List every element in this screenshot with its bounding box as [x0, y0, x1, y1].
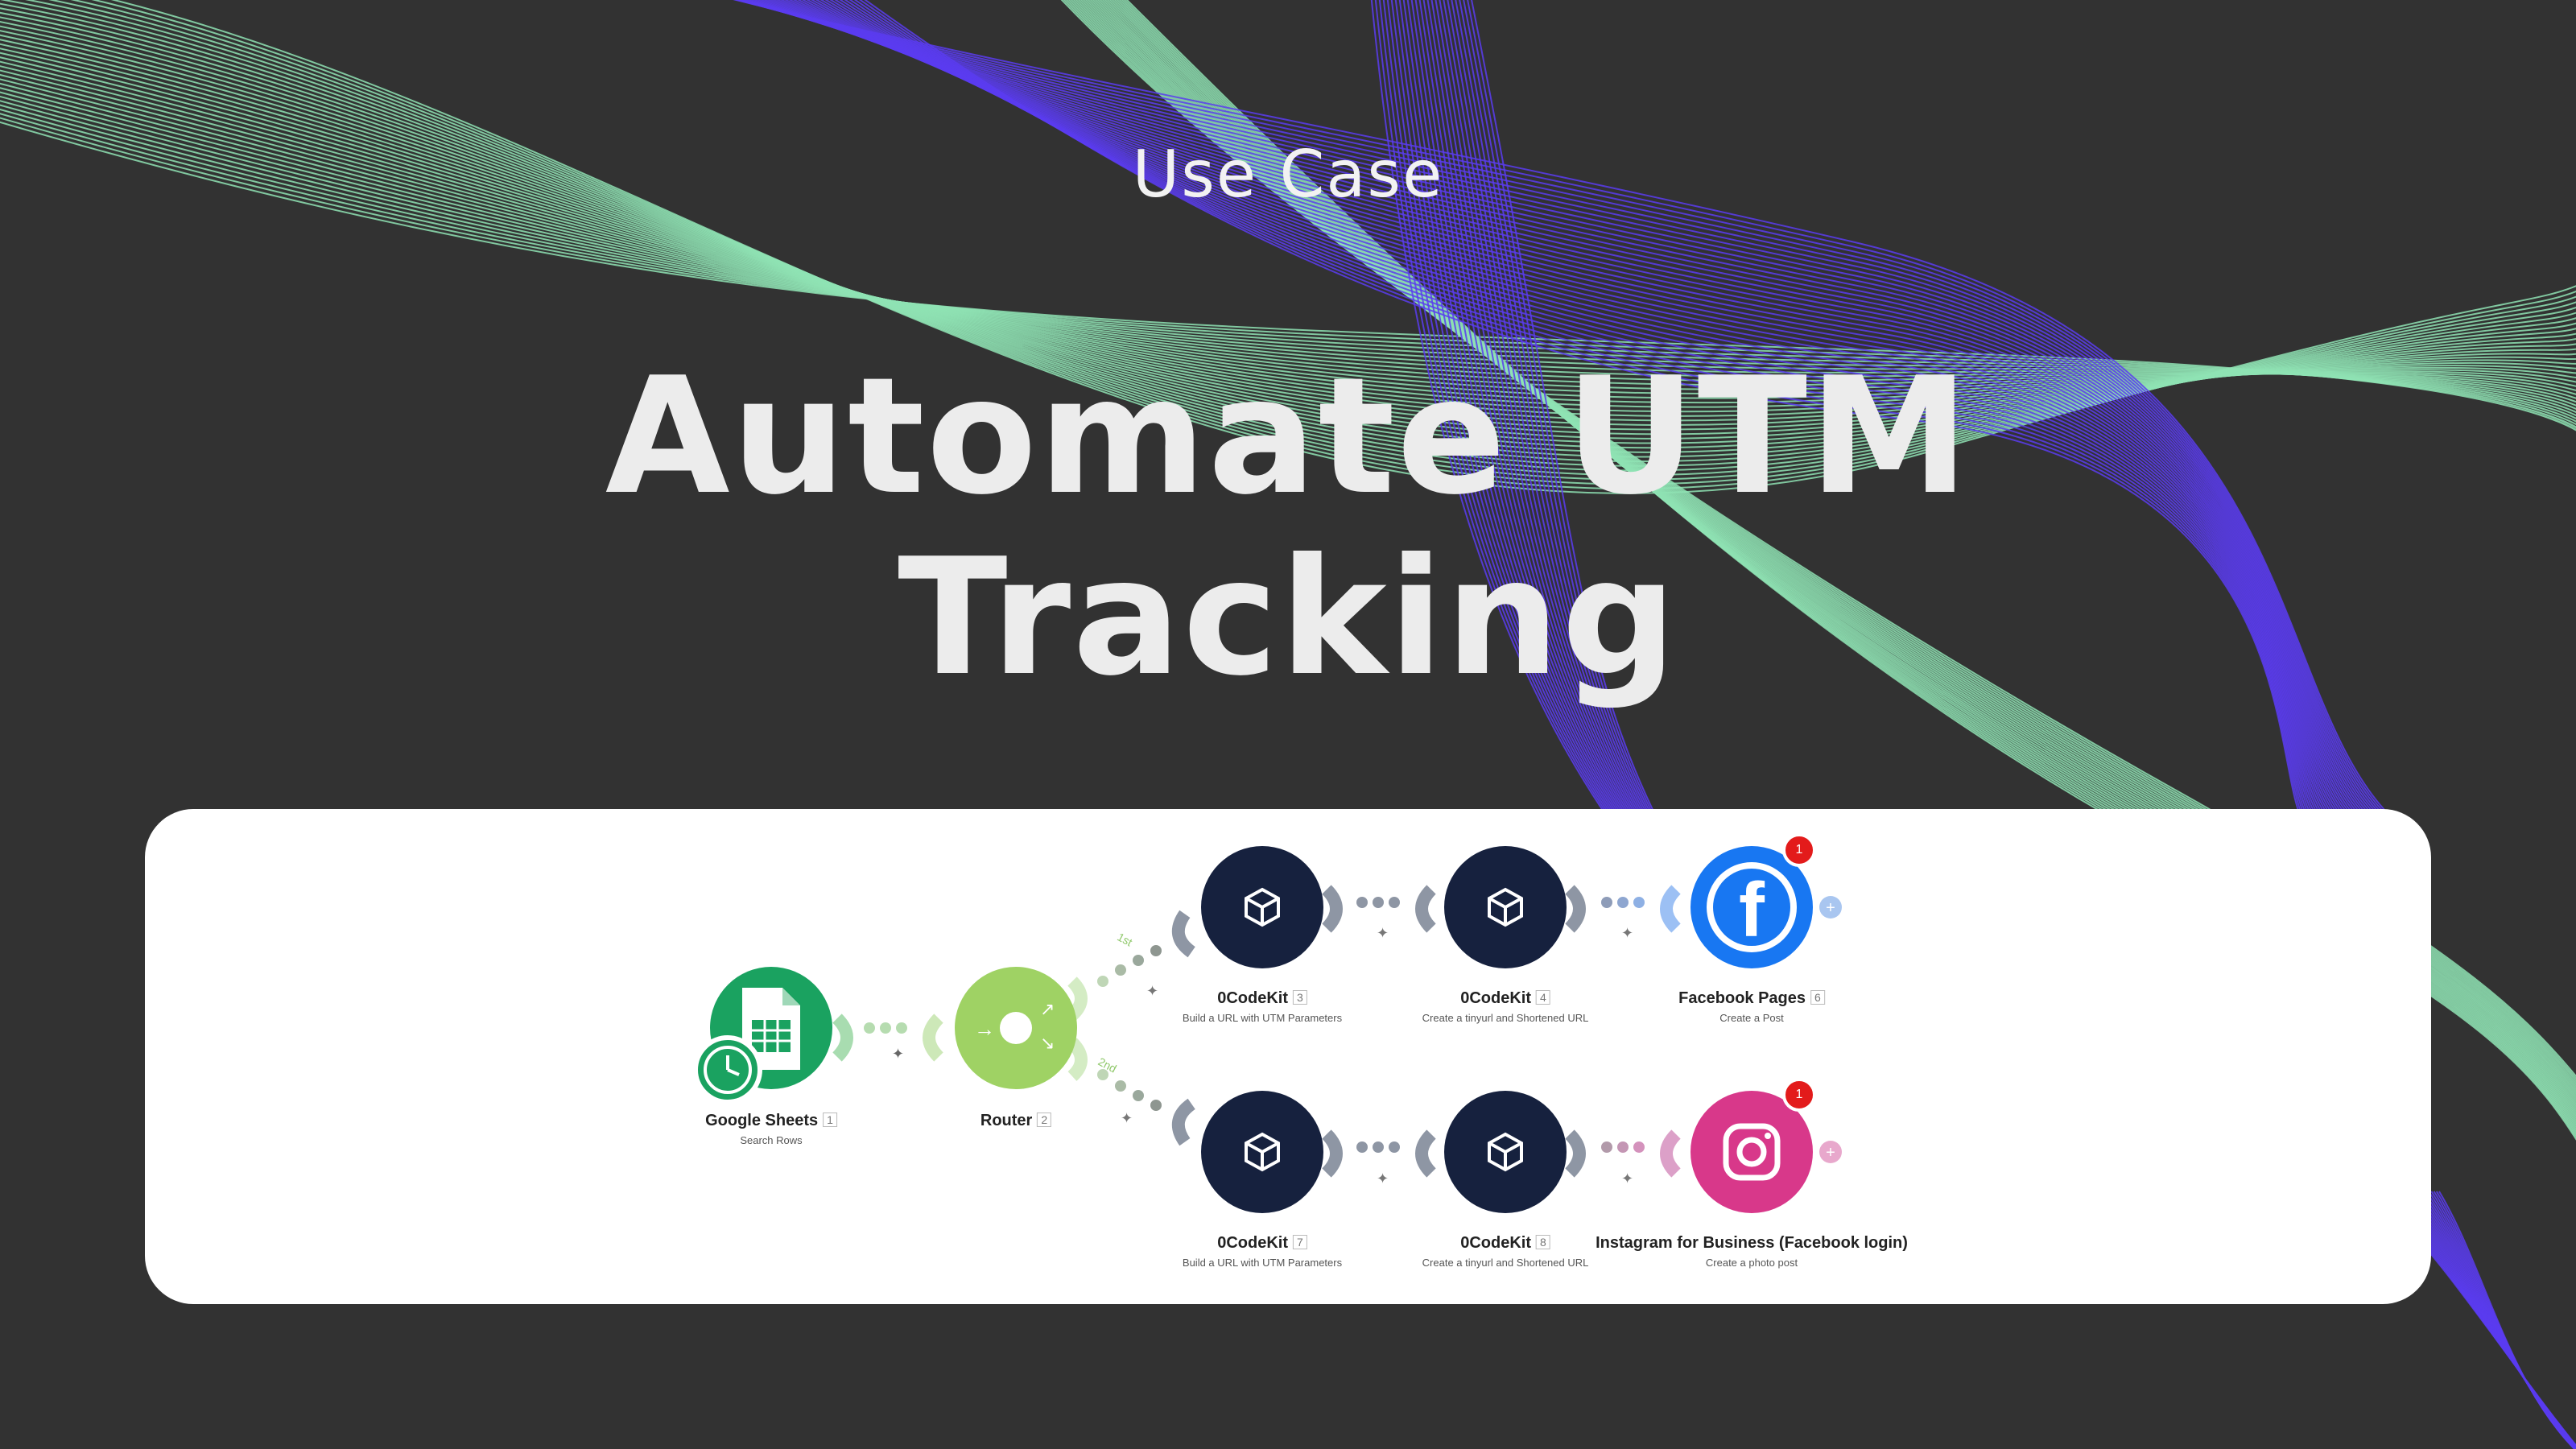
- google-sheets-icon: [742, 988, 800, 1070]
- wrench-icons: ✦ ✦ ✦ ✦ ✦ ✦: [1121, 925, 1633, 1187]
- title-line-2: Tracking: [898, 524, 1678, 712]
- cube-icon: [1245, 1132, 1280, 1172]
- ocodekit-module-8[interactable]: [1444, 1091, 1567, 1213]
- svg-text:✦: ✦: [1621, 1170, 1633, 1187]
- page-title: Automate UTM Tracking: [0, 346, 2576, 708]
- instagram-module[interactable]: +: [1690, 1091, 1842, 1213]
- green-wave-upper: [0, 0, 2576, 494]
- connector-row1-b: [1565, 885, 1681, 933]
- connector-router-route1: [1067, 910, 1196, 1020]
- svg-text:↘: ↘: [1040, 1033, 1055, 1053]
- scenario-diagram: ✦: [693, 846, 1842, 1213]
- connector-row1-a: [1322, 885, 1436, 933]
- svg-text:+: +: [1826, 899, 1835, 917]
- svg-text:→: →: [974, 1017, 995, 1041]
- cube-icon: [1488, 887, 1523, 927]
- router-module[interactable]: → ↗ ↘: [955, 967, 1077, 1089]
- google-sheets-module[interactable]: [693, 967, 832, 1104]
- cube-icon: [1488, 1132, 1523, 1172]
- facebook-pages-module[interactable]: f +: [1690, 846, 1842, 968]
- ocodekit-module-4[interactable]: [1444, 846, 1567, 968]
- svg-text:↗: ↗: [1040, 999, 1055, 1019]
- svg-text:✦: ✦: [892, 1046, 904, 1062]
- svg-text:✦: ✦: [1377, 1170, 1389, 1187]
- clock-icon: [693, 1035, 762, 1104]
- router-icon: → ↗ ↘: [974, 999, 1055, 1053]
- svg-text:✦: ✦: [1621, 925, 1633, 941]
- instagram-icon: [1723, 1123, 1781, 1181]
- ocodekit-module-7[interactable]: [1201, 1091, 1323, 1213]
- connector-row2-a: [1322, 1129, 1436, 1178]
- notification-badge-facebook: 1: [1782, 833, 1816, 867]
- title-line-1: Automate UTM: [605, 343, 1971, 530]
- scenario-card: ✦: [145, 809, 2431, 1304]
- connector-row2-b: [1565, 1129, 1681, 1178]
- connector-sheets-router: ✦: [832, 1013, 943, 1062]
- svg-text:✦: ✦: [1377, 925, 1389, 941]
- notification-badge-instagram: 1: [1782, 1078, 1816, 1112]
- svg-text:✦: ✦: [1121, 1110, 1133, 1126]
- ocodekit-module-3[interactable]: [1201, 846, 1323, 968]
- cube-icon: [1245, 887, 1280, 927]
- purple-wave-lower: [1370, 0, 2576, 1449]
- purple-wave-upper: [733, 0, 2416, 838]
- facebook-icon: f: [1707, 862, 1797, 953]
- module-label-instagram: Instagram for Business (Facebook login) …: [1596, 1234, 1908, 1269]
- connector-router-route2: [1067, 1038, 1196, 1146]
- svg-text:✦: ✦: [1146, 983, 1158, 999]
- eyebrow-label: Use Case: [1132, 137, 1444, 212]
- svg-text:f: f: [1739, 867, 1765, 953]
- svg-text:+: +: [1826, 1144, 1835, 1162]
